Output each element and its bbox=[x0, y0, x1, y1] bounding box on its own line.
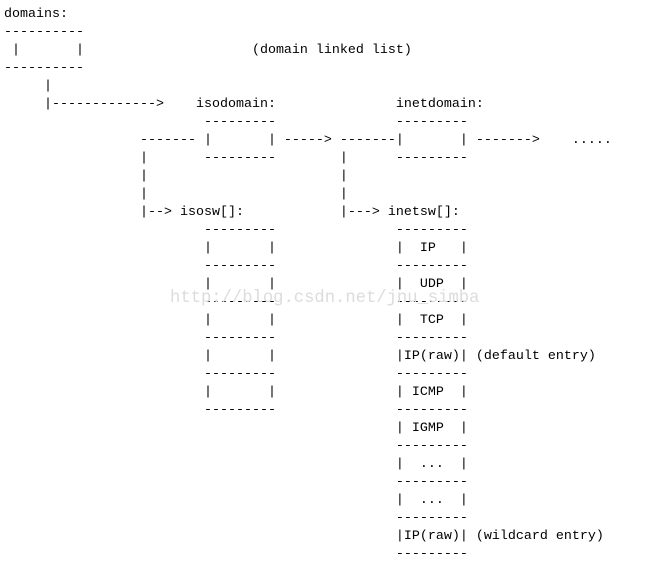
ascii-diagram: domains: ---------- | | (domain linked l… bbox=[4, 7, 612, 562]
